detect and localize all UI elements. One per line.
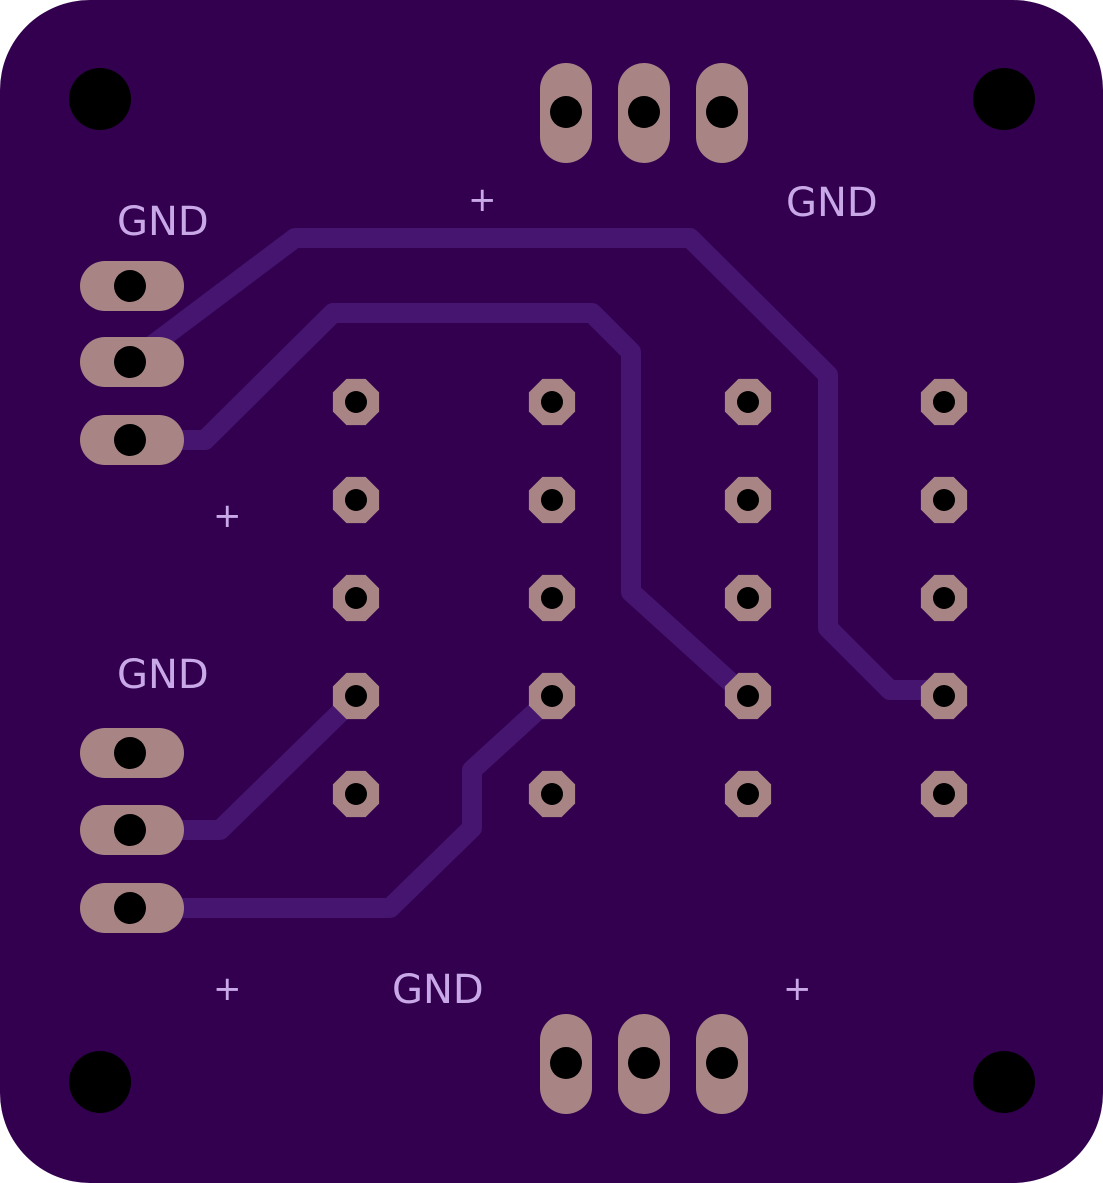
drill-hole xyxy=(345,489,367,511)
mounting-hole-top-right xyxy=(973,68,1035,130)
gnd-label-bottom: GND xyxy=(392,967,484,1013)
drill-hole xyxy=(541,489,563,511)
drill-hole xyxy=(737,685,759,707)
mounting-hole-top-left xyxy=(69,68,131,130)
gnd-label-mid-left: GND xyxy=(117,652,209,698)
drill-hole xyxy=(737,489,759,511)
trace-left-3-to-col3 xyxy=(120,303,758,708)
mounting-holes xyxy=(69,68,1035,1113)
gnd-label-top-right: GND xyxy=(786,180,878,226)
drill-hole xyxy=(706,96,738,128)
mounting-hole-bottom-right xyxy=(973,1051,1035,1113)
drill-hole xyxy=(114,737,146,769)
drill-hole xyxy=(933,489,955,511)
drill-hole xyxy=(114,270,146,302)
drill-hole xyxy=(114,346,146,378)
drill-hole xyxy=(628,96,660,128)
connector-top xyxy=(540,63,748,163)
drill-hole xyxy=(345,587,367,609)
connector-bottom xyxy=(540,1014,748,1114)
trace-bottom-3-to-col2 xyxy=(120,687,562,918)
drill-hole xyxy=(737,391,759,413)
drill-hole xyxy=(541,783,563,805)
plus-label-top: + xyxy=(468,180,497,220)
drill-hole xyxy=(345,391,367,413)
drill-hole xyxy=(737,783,759,805)
drill-hole xyxy=(933,783,955,805)
silkscreen: GND GND GND GND + + + + xyxy=(117,180,878,1013)
drill-hole xyxy=(114,424,146,456)
trace-left-2-to-col4 xyxy=(120,228,958,700)
drill-hole xyxy=(550,1047,582,1079)
drill-hole xyxy=(706,1047,738,1079)
drill-hole xyxy=(933,587,955,609)
connector-left-lower xyxy=(80,728,184,933)
plus-label-bottom-left: + xyxy=(213,969,242,1009)
traces xyxy=(120,228,958,918)
drill-hole xyxy=(114,892,146,924)
drill-hole xyxy=(114,814,146,846)
drill-hole xyxy=(345,783,367,805)
drill-hole xyxy=(541,685,563,707)
drill-hole xyxy=(933,685,955,707)
plus-label-left: + xyxy=(213,496,242,536)
plus-label-bottom-right: + xyxy=(783,969,812,1009)
drill-hole xyxy=(737,587,759,609)
drill-hole xyxy=(541,587,563,609)
drill-hole xyxy=(345,685,367,707)
mounting-hole-bottom-left xyxy=(69,1051,131,1113)
gnd-label-top-left: GND xyxy=(117,199,209,245)
drill-hole xyxy=(541,391,563,413)
drill-hole xyxy=(550,96,582,128)
header-grid xyxy=(332,378,968,818)
connector-left-upper xyxy=(80,261,184,465)
drill-hole xyxy=(933,391,955,413)
drill-hole xyxy=(628,1047,660,1079)
